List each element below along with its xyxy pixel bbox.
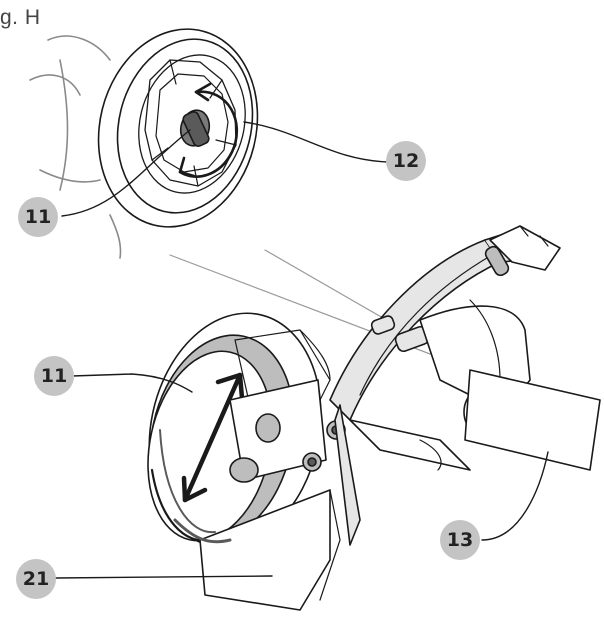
main-assembly: [147, 225, 601, 611]
callout-21: 21: [16, 559, 56, 599]
edge-guide-plate: [199, 489, 331, 611]
figure-title: g. H: [0, 6, 41, 29]
leader-lines: [55, 121, 549, 579]
leader-11-top: [61, 129, 191, 217]
hub-wheel-tire: [97, 28, 259, 228]
hub-detail-inset: [29, 28, 259, 259]
leader-12: [243, 121, 389, 163]
leader-13: [481, 451, 549, 541]
callout-13: 13: [440, 520, 480, 560]
callout-11-main: 11: [34, 356, 74, 396]
leader-11-main: [71, 373, 193, 393]
callout-11-top: 11: [18, 197, 58, 237]
leader-21: [55, 575, 273, 579]
handle-clamp: [370, 315, 396, 335]
rotate-arrow-icon: [178, 90, 238, 178]
height-adjust-arrow-icon: [182, 372, 243, 503]
handle-bracket: [489, 225, 561, 271]
blade-guard-plate: [464, 369, 601, 471]
callout-12: 12: [386, 141, 426, 181]
body-outline: [47, 35, 111, 61]
